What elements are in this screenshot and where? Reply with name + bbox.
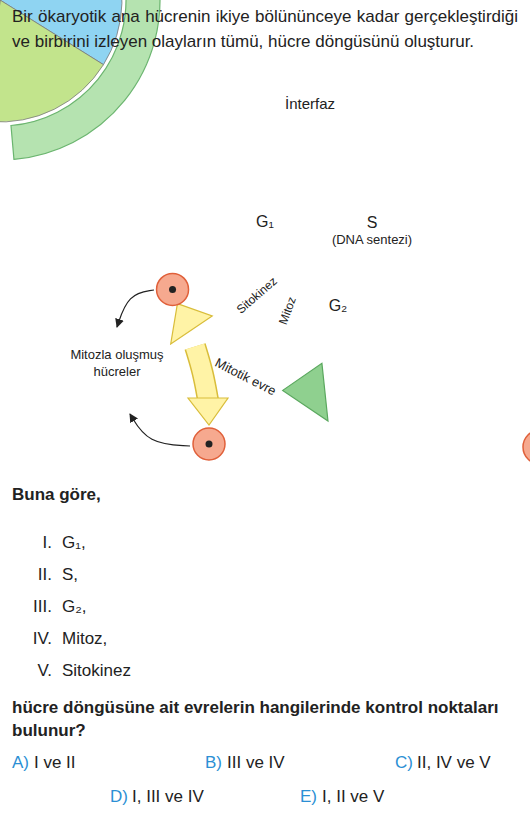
item-number: V. xyxy=(8,660,52,682)
question-lead: Buna göre, xyxy=(12,484,101,506)
cells-label: Mitozla oluşmuş hücreler xyxy=(62,346,172,380)
mitotic-branch xyxy=(195,346,208,400)
option-letter: E) xyxy=(300,786,317,808)
g2-sector: G₂ xyxy=(327,295,350,317)
daughter-cell xyxy=(157,273,189,305)
phase-label: S xyxy=(367,214,378,232)
option-text: I, III ve IV xyxy=(132,786,204,808)
cell-body xyxy=(193,428,225,460)
phase-label: G₂ xyxy=(329,297,348,315)
partial-cell-mark xyxy=(523,430,530,464)
item-number: IV. xyxy=(8,628,52,650)
mitotic-phase-arrow: Mitotik evre xyxy=(209,353,280,402)
mitotic-arrowhead xyxy=(171,304,212,344)
item-text: Mitoz, xyxy=(62,628,107,650)
leader-arrow xyxy=(117,290,154,327)
item-number: II. xyxy=(8,564,52,586)
interphase-ring: İnterfazG₁ S(DNA sentezi) G₂ MitozSitokinez xyxy=(150,90,470,410)
option-text: I ve II xyxy=(34,752,76,774)
cell-body xyxy=(157,273,189,305)
mitotic-arrowhead xyxy=(188,398,228,425)
s-sector: S(DNA sentezi) xyxy=(330,212,414,249)
item-number: I. xyxy=(8,532,52,554)
mitosis-sector: Mitoz xyxy=(274,293,302,330)
phase-label: (DNA sentezi) xyxy=(332,233,412,248)
option-text: III ve IV xyxy=(227,752,285,774)
phase-label: Mitoz xyxy=(277,295,300,327)
option-letter: D) xyxy=(110,786,128,808)
cytokinesis-sector: Sitokinez xyxy=(231,272,282,320)
phase-label: Mitotik evre xyxy=(212,356,278,399)
option-letter: C) xyxy=(395,752,413,774)
item-text: G₂, xyxy=(62,596,87,618)
question-stem: Bir ökaryotik ana hücrenin ikiye bölünün… xyxy=(12,4,518,54)
leader-arrow xyxy=(130,414,190,446)
option-text: II, IV ve V xyxy=(417,752,491,774)
cell-nucleus xyxy=(169,286,176,293)
option-letter: A) xyxy=(12,752,29,774)
option-letter: B) xyxy=(205,752,222,774)
phase-label: Sitokinez xyxy=(234,275,280,317)
g1-sector: G₁ xyxy=(254,211,276,233)
item-text: G₁, xyxy=(62,532,86,554)
item-number: III. xyxy=(8,596,52,618)
daughter-cell xyxy=(193,428,225,460)
phase-label: İnterfaz xyxy=(285,95,335,112)
cell-cycle-wheel xyxy=(150,90,470,410)
item-text: Sitokinez xyxy=(62,660,131,682)
question-text: hücre döngüsüne ait evrelerin hangilerin… xyxy=(12,696,518,742)
item-text: S, xyxy=(62,564,78,586)
option-text: I, II ve V xyxy=(322,786,384,808)
phase-label: G₁ xyxy=(256,213,274,231)
interphase-arrowhead xyxy=(283,363,328,421)
mitotic-branch-outline xyxy=(195,346,208,400)
cell-nucleus xyxy=(206,441,213,448)
